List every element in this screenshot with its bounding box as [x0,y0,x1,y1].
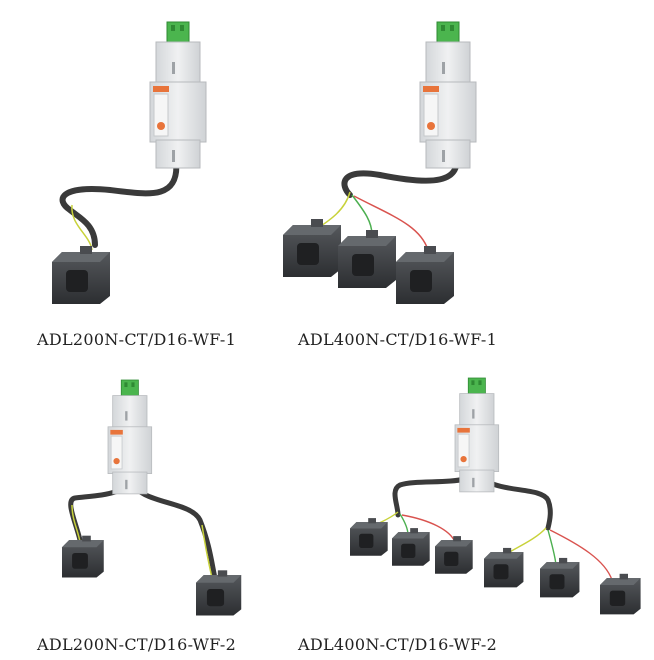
product-caption: ADL400N-CT/D16-WF-2 [298,635,498,654]
product-3-illustration [62,379,242,616]
product-2-illustration [283,21,477,304]
product-caption: ADL200N-CT/D16-WF-2 [37,635,237,654]
product-1-illustration [52,21,207,304]
product-4-illustration [350,377,641,615]
product-caption: ADL200N-CT/D16-WF-1 [37,330,237,349]
product-caption: ADL400N-CT/D16-WF-1 [298,330,498,349]
